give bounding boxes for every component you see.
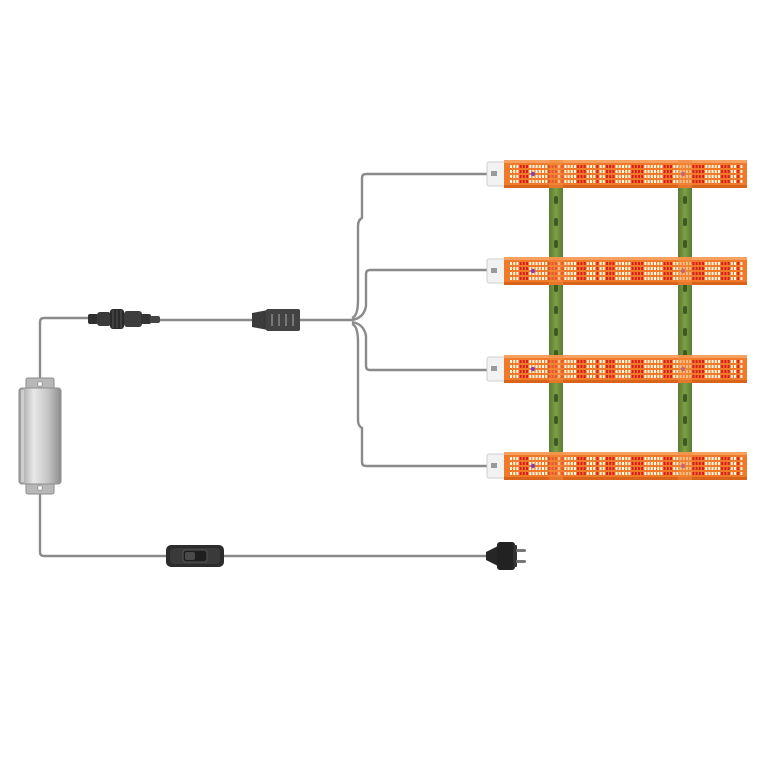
rocker-switch-icon xyxy=(166,545,224,567)
brackets-layer xyxy=(549,182,692,454)
led-grow-light-bar-icon xyxy=(486,257,747,285)
mounting-bracket-icon xyxy=(678,182,692,454)
cable-layer xyxy=(38,172,488,558)
led-grow-light-bar-icon xyxy=(486,160,747,188)
cable-driver-to-switch xyxy=(38,492,168,558)
led-driver-box-icon xyxy=(18,377,62,495)
four-way-splitter-icon xyxy=(252,309,300,331)
cable-branch-bar-1 xyxy=(351,172,488,320)
waterproof-connector-icon xyxy=(88,309,160,329)
light-bars-layer xyxy=(486,160,747,480)
cable-branch-bar-2 xyxy=(351,268,488,322)
eu-plug-icon xyxy=(486,542,526,570)
cable-branch-bar-3 xyxy=(351,320,488,372)
led-grow-light-bar-icon xyxy=(486,452,747,480)
mounting-bracket-icon xyxy=(549,182,563,454)
cable-branch-bar-4 xyxy=(351,322,488,468)
cable-driver-to-connector xyxy=(38,316,90,384)
led-grow-light-bar-icon xyxy=(486,355,747,383)
